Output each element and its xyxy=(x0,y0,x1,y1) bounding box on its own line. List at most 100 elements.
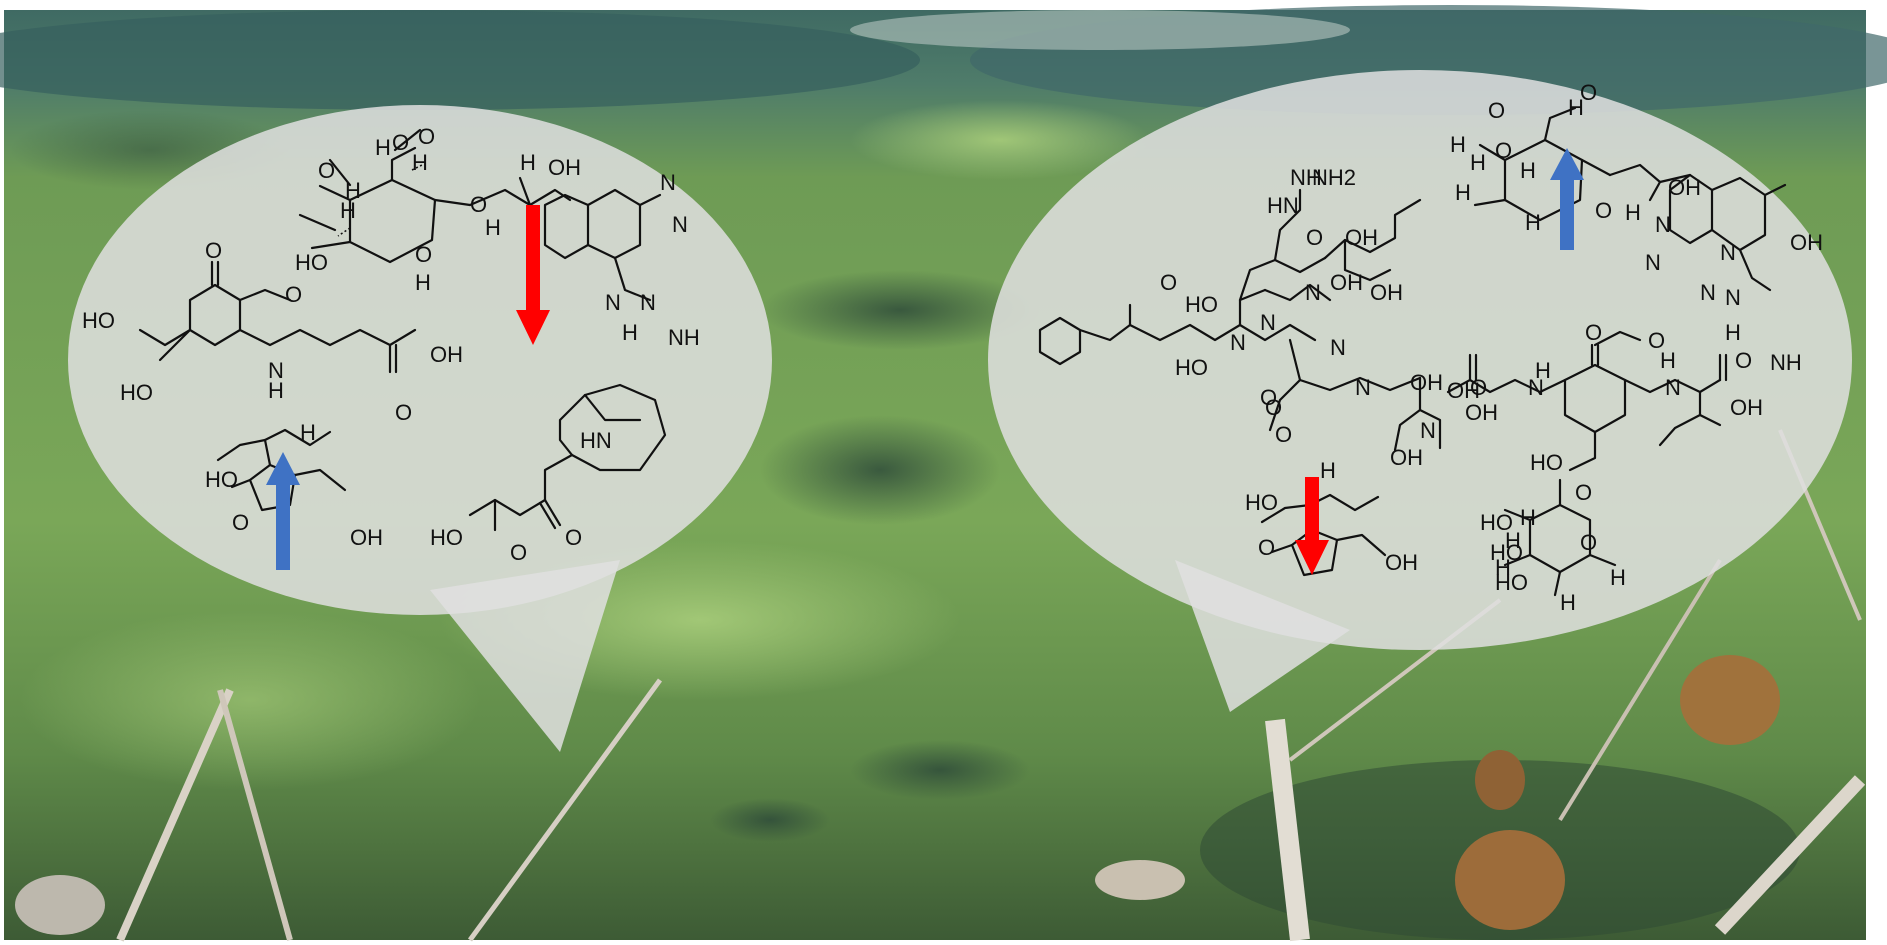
bubble_right-pterin_glycoside-atom-label: H xyxy=(1568,95,1584,120)
bubble_right-mycosporine_glycoside-atom-label: H xyxy=(1495,555,1511,580)
bubble_left-pterin_glycoside-atom-label: NH xyxy=(668,325,700,350)
bubble_left-pterin_glycoside-atom-label: O xyxy=(392,130,409,155)
bubble_right-cyclopentanone-atom-label: HO xyxy=(1245,490,1278,515)
bubble_left-anatoxin_precursor-atom-label: O xyxy=(565,525,582,550)
bubble_left-pterin_glycoside-atom-label: H xyxy=(412,150,428,175)
bubble_right-peptide-atom-label: OH xyxy=(1330,270,1363,295)
bubble_right-pterin_glycoside-atom-label: O xyxy=(1580,80,1597,105)
bubble_right-peptide-atom-label: N xyxy=(1355,375,1371,400)
bubble_right-peptide-atom-label: N xyxy=(1420,418,1436,443)
bubble_left-mycosporine-atom-label: O xyxy=(395,400,412,425)
bubble_left-pterin_glycoside-atom-label: H xyxy=(415,270,431,295)
bubble_right-pterin_glycoside-atom-label: H xyxy=(1625,200,1641,225)
bubble_left-pterin_glycoside-atom-label: H xyxy=(345,178,361,203)
bubble_right-mycosporine_glycoside-atom-label: HO xyxy=(1480,510,1513,535)
bubble_right-cyclopentanone-atom-label: O xyxy=(1258,535,1275,560)
bubble_right-mycosporine_glycoside-atom-label: H xyxy=(1505,528,1521,553)
left-anatoxin-precursor-structure xyxy=(468,383,667,532)
bubble_left-pterin_glycoside-atom-label: O xyxy=(318,158,335,183)
bubble_right-pterin_glycoside-atom-label: N xyxy=(1725,285,1741,310)
bubble_right-peptide-atom-label: NH xyxy=(1290,165,1322,190)
bubble_right-pterin_glycoside-atom-label: O xyxy=(1495,138,1512,163)
bubble_right-peptide-atom-label: OH xyxy=(1345,225,1378,250)
bubble_right-pterin_glycoside-atom-label: N xyxy=(1645,250,1661,275)
right-pterin-up-arrow xyxy=(1550,148,1584,250)
bubble_right-pterin_glycoside-atom-label: O xyxy=(1595,198,1612,223)
bubble_left-pterin_glycoside-atom-label: O xyxy=(470,192,487,217)
bubble_right-mycosporine_glycoside-atom-label: N xyxy=(1665,375,1681,400)
bubble_right-pterin_glycoside-atom-label: O xyxy=(1488,98,1505,123)
bubble_right-mycosporine_glycoside-atom-label: O xyxy=(1470,375,1487,400)
bubble_right-pterin_glycoside-atom-label: H xyxy=(1520,158,1536,183)
bubble_left-pterin_glycoside-atom-label: N xyxy=(672,212,688,237)
right-pterin-glycoside-structure xyxy=(1473,106,1787,292)
right-mycosporine-glycoside-structure xyxy=(1446,330,1728,597)
bubble_right-peptide-atom-label: N xyxy=(1330,335,1346,360)
bubble_left-pterin_glycoside-atom-label: O xyxy=(418,124,435,149)
bubble_right-mycosporine_glycoside-atom-label: H xyxy=(1660,348,1676,373)
bubble_right-peptide-atom-label: N xyxy=(1260,310,1276,335)
bubble_right-mycosporine_glycoside-atom-label: O xyxy=(1735,348,1752,373)
bubble_left-anatoxin_precursor-atom-label: HO xyxy=(430,525,463,550)
bubble_right-peptide-atom-label: O xyxy=(1160,270,1177,295)
bubble_right-pterin_glycoside-atom-label: H xyxy=(1525,210,1541,235)
bubble_right-pterin_glycoside-atom-label: H xyxy=(1450,132,1466,157)
bubble_left-pterin_glycoside-atom-label: H xyxy=(622,320,638,345)
bubble_right-peptide-atom-label: N xyxy=(1230,330,1246,355)
bubble_right-mycosporine_glycoside-atom-label: O xyxy=(1648,328,1665,353)
bubble_left-pterin_glycoside-atom-label: H xyxy=(340,198,356,223)
bubble_left-mycosporine-atom-label: HO xyxy=(120,380,153,405)
bubble_right-peptide-atom-label: N xyxy=(1305,280,1321,305)
left-pterin-down-arrow xyxy=(516,205,550,345)
bubble_left-mycosporine-atom-label: O xyxy=(285,282,302,307)
bubble_left-pterin_glycoside-atom-label: H xyxy=(375,135,391,160)
bubble_right-peptide-atom-label: OH xyxy=(1410,370,1443,395)
bubble_right-pterin_glycoside-atom-label: N xyxy=(1655,212,1671,237)
bubble_left-pterin_glycoside-atom-label: HO xyxy=(295,250,328,275)
bubble_right-pterin_glycoside-atom-label: N xyxy=(1700,280,1716,305)
bubble_left-pterin_glycoside-atom-label: N xyxy=(660,170,676,195)
bubble_right-peptide-atom-label: O xyxy=(1260,385,1277,410)
bubble_right-mycosporine_glycoside-atom-label: OH xyxy=(1465,400,1498,425)
bubble_right-pterin_glycoside-atom-label: H xyxy=(1725,320,1741,345)
bubble_right-pterin_glycoside-atom-label: N xyxy=(1720,240,1736,265)
bubble_right-pterin_glycoside-atom-label: OH xyxy=(1668,175,1701,200)
bubble_right-peptide-atom-label: O xyxy=(1306,225,1323,250)
bubble_right-mycosporine_glycoside-atom-label: OH xyxy=(1730,395,1763,420)
bubble_left-pterin_glycoside-atom-label: O xyxy=(415,242,432,267)
bubble_right-pterin_glycoside-atom-label: OH xyxy=(1790,230,1823,255)
bubble_right-cyclopentanone-atom-label: H xyxy=(1320,458,1336,483)
bubble_left-pterin_glycoside-atom-label: N xyxy=(605,290,621,315)
bubble_right-mycosporine_glycoside-atom-label: HO xyxy=(1530,450,1563,475)
bubble_right-mycosporine_glycoside-atom-label: H xyxy=(1610,565,1626,590)
bubble_left-cyclopentanone-atom-label: HO xyxy=(205,467,238,492)
bubble_left-mycosporine-atom-label: HO xyxy=(82,308,115,333)
bubble_right-peptide-atom-label: O xyxy=(1265,395,1282,420)
bubble_left-mycosporine-atom-label: OH xyxy=(430,342,463,367)
bubble_right-pterin_glycoside-atom-label: H xyxy=(1470,150,1486,175)
bubble_right-mycosporine_glycoside-atom-label: N xyxy=(1528,375,1544,400)
bubble_left-pterin_glycoside-atom-label: H xyxy=(485,215,501,240)
bubble_right-peptide-atom-label: OH xyxy=(1447,378,1480,403)
bubble_right-mycosporine_glycoside-atom-label: HO xyxy=(1490,540,1523,565)
bubble_right-pterin_glycoside-atom-label: NH xyxy=(1770,350,1802,375)
bubble_right-mycosporine_glycoside-atom-label: H xyxy=(1560,590,1576,615)
bubble_left-mycosporine-atom-label: N xyxy=(268,358,284,383)
left-mycosporine-structure xyxy=(138,260,417,374)
bubble_left-anatoxin_precursor-atom-label: O xyxy=(510,540,527,565)
bubble_right-peptide-atom-label: O xyxy=(1275,422,1292,447)
bubble_right-cyclopentanone-atom-label: OH xyxy=(1385,550,1418,575)
bubble_right-mycosporine_glycoside-atom-label: O xyxy=(1575,480,1592,505)
bubble_right-mycosporine_glycoside-atom-label: H xyxy=(1535,358,1551,383)
bubble_right-peptide-atom-label: HO xyxy=(1175,355,1208,380)
bubble_right-peptide-atom-label: OH xyxy=(1390,445,1423,470)
left-cyclopentanone-up-arrow xyxy=(266,452,300,570)
speech-bubble-right xyxy=(988,70,1852,712)
bubble_left-cyclopentanone-atom-label: O xyxy=(232,510,249,535)
bubble_right-peptide-atom-label: HN xyxy=(1267,193,1299,218)
bubble_right-peptide-atom-label: HO xyxy=(1185,292,1218,317)
bubble_right-mycosporine_glycoside-atom-label: H xyxy=(1520,505,1536,530)
bubble_left-pterin_glycoside-atom-label: N xyxy=(640,290,656,315)
bubble_left-pterin_glycoside-atom-label: H xyxy=(520,150,536,175)
